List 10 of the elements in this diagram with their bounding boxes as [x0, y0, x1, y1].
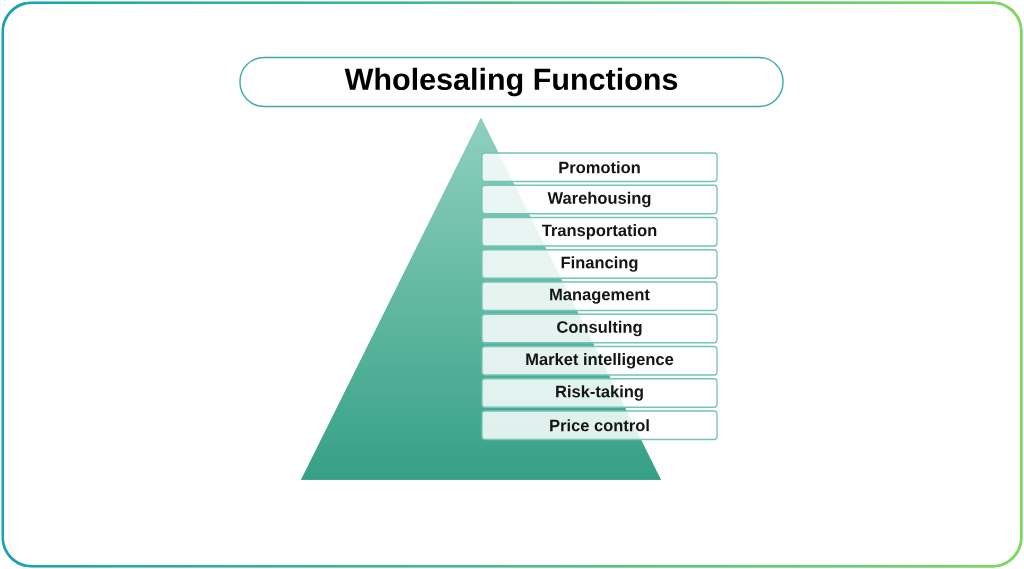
function-box: Promotion	[481, 152, 718, 183]
function-box: Management	[481, 281, 718, 312]
function-box: Market intelligence	[481, 345, 718, 376]
function-box: Price control	[481, 410, 718, 441]
function-box: Financing	[481, 249, 718, 279]
function-box: Consulting	[481, 313, 718, 344]
function-box: Risk-taking	[481, 378, 718, 408]
function-box: Transportation	[481, 216, 718, 247]
function-box: Warehousing	[481, 184, 718, 215]
title-box: Wholesaling Functions	[239, 56, 784, 108]
